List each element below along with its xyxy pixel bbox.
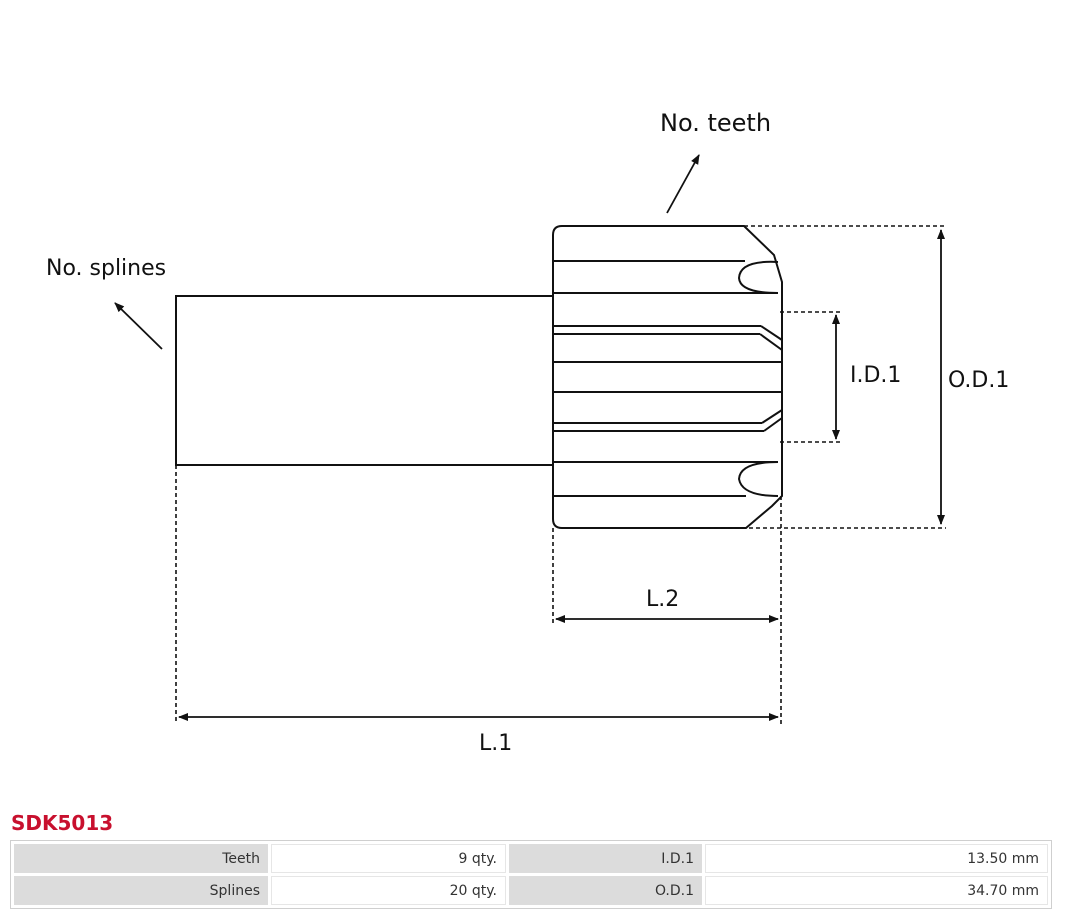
table-row: Splines 20 qty. O.D.1 34.70 mm: [14, 876, 1048, 905]
spec-label: Teeth: [14, 844, 268, 873]
gear-body-outline: [552, 225, 783, 529]
spec-label: I.D.1: [509, 844, 702, 873]
spec-label: O.D.1: [509, 876, 702, 905]
part-number-title: SDK5013: [11, 811, 114, 835]
spec-value: 9 qty.: [271, 844, 506, 873]
no-teeth-label: No. teeth: [660, 109, 771, 137]
no-splines-label: No. splines: [46, 256, 166, 281]
splines-pointer-arrow: [114, 302, 163, 350]
id1-label: I.D.1: [850, 363, 901, 388]
starter-pinion-diagram: No. teeth No. splines I.D.1 O.D.1 L.2 L.…: [46, 109, 1009, 756]
spec-value: 13.50 mm: [705, 844, 1048, 873]
spec-label: Splines: [14, 876, 268, 905]
specs-table: Teeth 9 qty. I.D.1 13.50 mm Splines 20 q…: [10, 840, 1052, 909]
spec-value: 34.70 mm: [705, 876, 1048, 905]
gear-teeth-lines: [553, 260, 783, 497]
teeth-pointer-arrow: [666, 154, 700, 214]
od1-label: O.D.1: [948, 368, 1009, 393]
shaft-outline: [175, 295, 554, 466]
table-row: Teeth 9 qty. I.D.1 13.50 mm: [14, 844, 1048, 873]
l1-label: L.1: [479, 731, 512, 756]
spec-value: 20 qty.: [271, 876, 506, 905]
dimension-extension-lines: [175, 225, 946, 724]
l2-label: L.2: [646, 587, 679, 612]
